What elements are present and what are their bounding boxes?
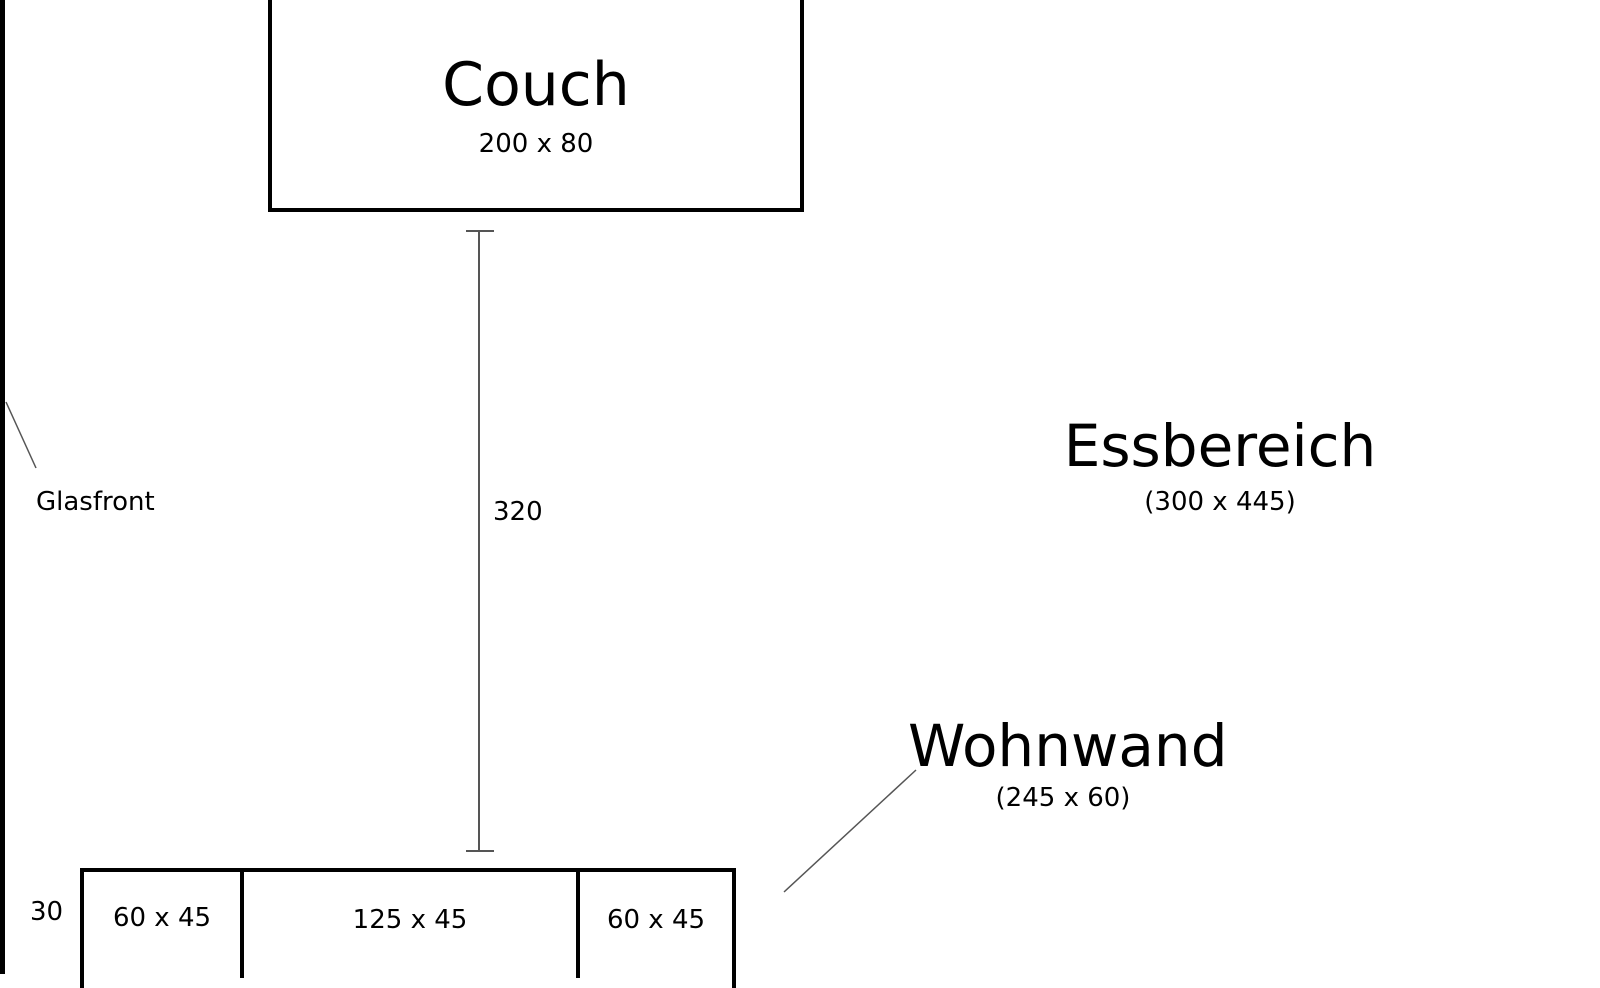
wohnwand-segment-left-label: 60 x 45 bbox=[112, 903, 212, 933]
wohnwand-segment-middle-label: 125 x 45 bbox=[352, 905, 468, 935]
wohnwand-offset-label: 30 bbox=[30, 897, 64, 927]
essbereich-title: Essbereich bbox=[1063, 412, 1377, 480]
couch-title: Couch bbox=[442, 50, 630, 120]
wohnwand-divider-2 bbox=[576, 868, 580, 978]
glasfront-wall bbox=[0, 0, 5, 974]
couch-dimensions: 200 x 80 bbox=[478, 129, 594, 159]
wohnwand-outline bbox=[80, 868, 736, 988]
distance-cap-bottom bbox=[466, 850, 494, 852]
wohnwand-title: Wohnwand bbox=[908, 712, 1228, 780]
wohnwand-dimensions: (245 x 60) bbox=[995, 783, 1131, 813]
wohnwand-divider-1 bbox=[240, 868, 244, 978]
distance-cap-top bbox=[466, 230, 494, 232]
distance-label: 320 bbox=[493, 497, 543, 527]
wohnwand-leader-line bbox=[783, 769, 917, 893]
couch-outline bbox=[268, 0, 804, 212]
glasfront-leader-line bbox=[5, 401, 37, 469]
wohnwand-segment-right-label: 60 x 45 bbox=[606, 905, 706, 935]
glasfront-label: Glasfront bbox=[36, 487, 155, 517]
essbereich-dimensions: (300 x 445) bbox=[1144, 487, 1296, 517]
distance-line bbox=[478, 230, 480, 850]
